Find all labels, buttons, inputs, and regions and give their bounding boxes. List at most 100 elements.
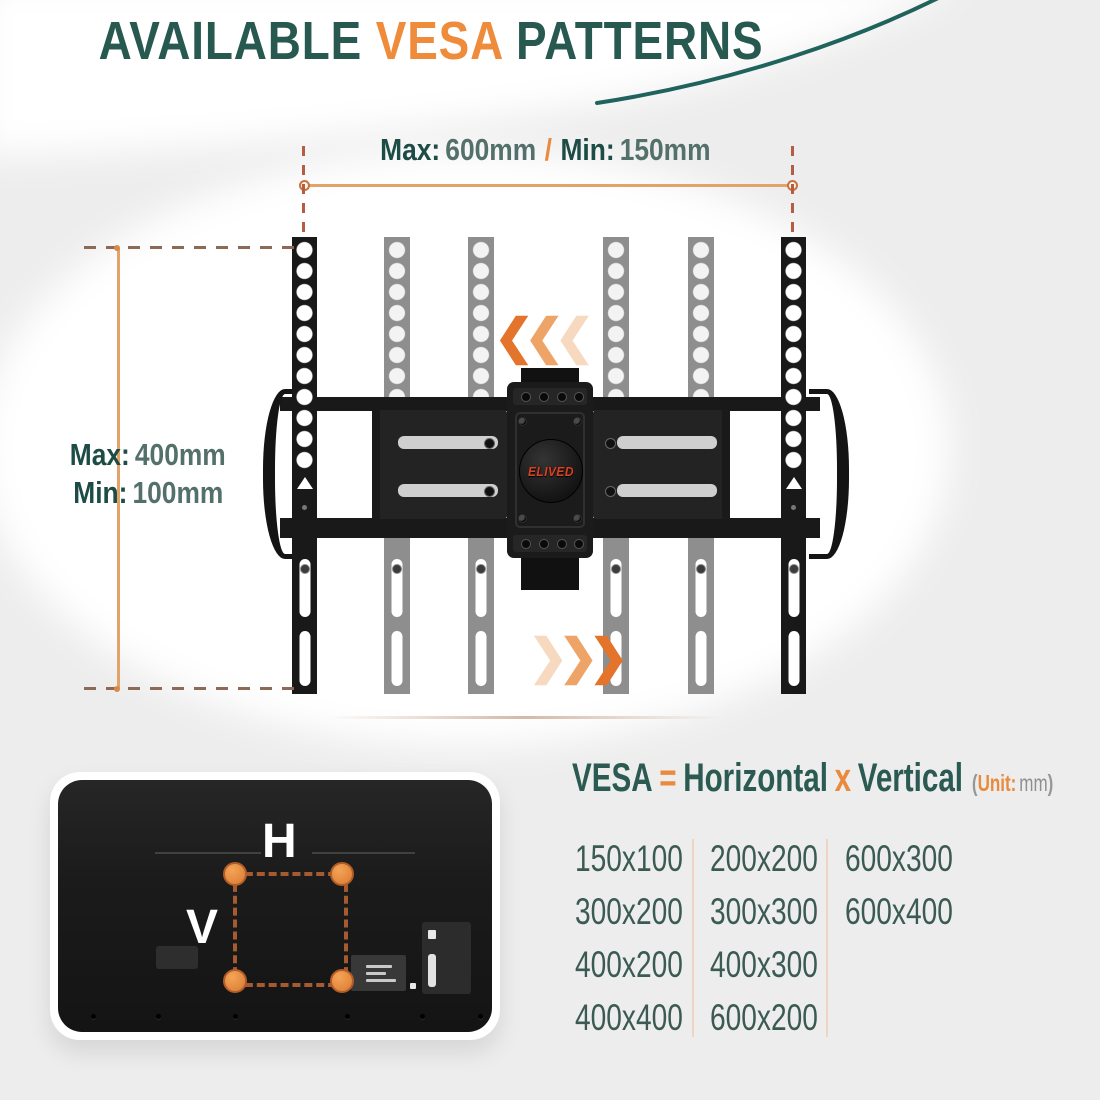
- bracket-arm-right: [593, 410, 730, 519]
- unit-value: mm: [1019, 770, 1048, 796]
- rail-screw: [392, 564, 402, 574]
- v-max-value: 400mm: [135, 437, 226, 472]
- vesa-pattern: 300x300: [710, 891, 818, 932]
- plate-tab-top: [521, 368, 579, 384]
- arm-edge: [722, 410, 730, 519]
- extension-dash-left: [302, 146, 305, 234]
- formula-vertical: Vertical: [857, 756, 964, 800]
- port-slot: [428, 930, 436, 939]
- plate-screw: [574, 539, 584, 549]
- rail-mark: [302, 505, 307, 510]
- chevron-glyph: ❯: [558, 631, 598, 684]
- page-title: AVAILABLE VESA PATTERNS: [40, 10, 822, 72]
- rail-slot: [299, 631, 310, 686]
- vesa-hole-dot: [330, 969, 354, 993]
- vesa-hole-dot: [223, 969, 247, 993]
- chevron-glyph: ❯: [528, 631, 568, 684]
- rail-slot: [391, 631, 403, 686]
- rail-shadow: [330, 716, 720, 719]
- plate-frame: [515, 412, 585, 528]
- vertical-dimension-line: [114, 245, 120, 692]
- vesa-pattern: 600x400: [845, 891, 953, 932]
- rail-slot: [475, 559, 487, 617]
- corner-screw: [574, 418, 581, 425]
- rail-slot: [788, 559, 799, 617]
- h-max-label: Max:: [379, 132, 440, 167]
- rail-screw: [788, 564, 799, 574]
- vesa-hole-dot: [330, 862, 354, 886]
- vesa-rail-mounted-right: [781, 237, 806, 694]
- vertical-axis-label: V: [186, 901, 219, 954]
- tv-screw-dot: [156, 1014, 161, 1019]
- horizontal-dimension-label: Max:600mm/Min:150mm: [295, 132, 795, 168]
- plate-strip-bottom: [513, 535, 587, 552]
- formula-x: x: [834, 756, 852, 800]
- vesa-pattern: 200x200: [710, 838, 818, 879]
- arm-edge: [372, 410, 380, 519]
- dimension-endpoint-dot: [114, 686, 120, 692]
- formula-unit: (Unit:mm): [972, 770, 1053, 796]
- vesa-pattern-square: [233, 872, 348, 987]
- tv-screw-dot: [233, 1014, 238, 1019]
- vesa-pattern: 400x300: [710, 944, 818, 985]
- h-separator: /: [544, 132, 552, 167]
- arm-screw: [605, 486, 616, 497]
- vesa-pattern-column-1: 150x100 300x200 400x200 400x400: [575, 832, 720, 1044]
- vertical-dimension-label: Max:400mm Min:100mm: [48, 436, 248, 512]
- plate-screw: [557, 539, 567, 549]
- sticker-line: [366, 972, 386, 975]
- bracket-arm-left: [372, 410, 507, 519]
- tv-screw-dot: [410, 983, 416, 989]
- formula-vesa: VESA: [572, 756, 653, 800]
- chevron-glyph: ❯: [588, 631, 628, 684]
- rail-screw: [299, 564, 310, 574]
- arm-slot: [617, 484, 717, 497]
- formula-equals: =: [659, 756, 677, 800]
- vesa-pattern: 400x200: [575, 944, 683, 985]
- vesa-hole-dot: [223, 862, 247, 886]
- rail-slot: [391, 559, 403, 617]
- alignment-triangle-icon: [296, 477, 313, 489]
- h-min-value: 150mm: [619, 132, 711, 167]
- tv-screw-dot: [478, 1014, 483, 1019]
- horizontal-dimension-line: [299, 180, 798, 191]
- arm-slot: [398, 484, 498, 497]
- plate-screw: [557, 392, 567, 402]
- v-max-label: Max:: [70, 437, 131, 472]
- corner-screw: [519, 418, 526, 425]
- vesa-pattern-column-3: 600x300 600x400: [845, 832, 990, 938]
- vesa-pattern-column-2: 200x200 300x300 400x300 600x200: [710, 832, 855, 1044]
- tv-screw-dot: [91, 1014, 96, 1019]
- title-word-available: AVAILABLE: [98, 11, 363, 71]
- corner-screw: [574, 515, 581, 522]
- h-min-label: Min:: [560, 132, 615, 167]
- chevron-right-icon: ❯❯❯: [528, 631, 629, 684]
- horizontal-axis-label: H: [262, 815, 297, 868]
- tv-top-line: [312, 852, 415, 854]
- tv-top-line: [155, 852, 261, 854]
- plate-screw: [574, 392, 584, 402]
- vesa-pattern: 600x300: [845, 838, 953, 879]
- plate-screw: [521, 392, 531, 402]
- vesa-pattern: 400x400: [575, 997, 683, 1038]
- rail-screw: [476, 564, 486, 574]
- plate-screw: [521, 539, 531, 549]
- v-min-label: Min:: [72, 475, 128, 510]
- title-word-vesa: VESA: [375, 11, 503, 71]
- tv-label-sticker: [351, 955, 406, 991]
- tv-screw-dot: [420, 1014, 425, 1019]
- vesa-rail-mounted-left: [292, 237, 317, 694]
- rail-slot: [695, 631, 707, 686]
- plate-screw: [539, 539, 549, 549]
- tv-screw-dot: [345, 1014, 350, 1019]
- plate-strip-top: [513, 388, 587, 405]
- brand-logo: ELIVED: [528, 463, 574, 479]
- extension-dash-right: [791, 146, 794, 234]
- center-vesa-plate: ELIVED: [507, 382, 593, 558]
- title-word-patterns: PATTERNS: [516, 11, 764, 71]
- port-slot: [428, 954, 436, 987]
- rail-mark: [791, 505, 796, 510]
- tv-body: H V: [58, 780, 492, 1032]
- chevron-glyph: ❮: [494, 311, 534, 364]
